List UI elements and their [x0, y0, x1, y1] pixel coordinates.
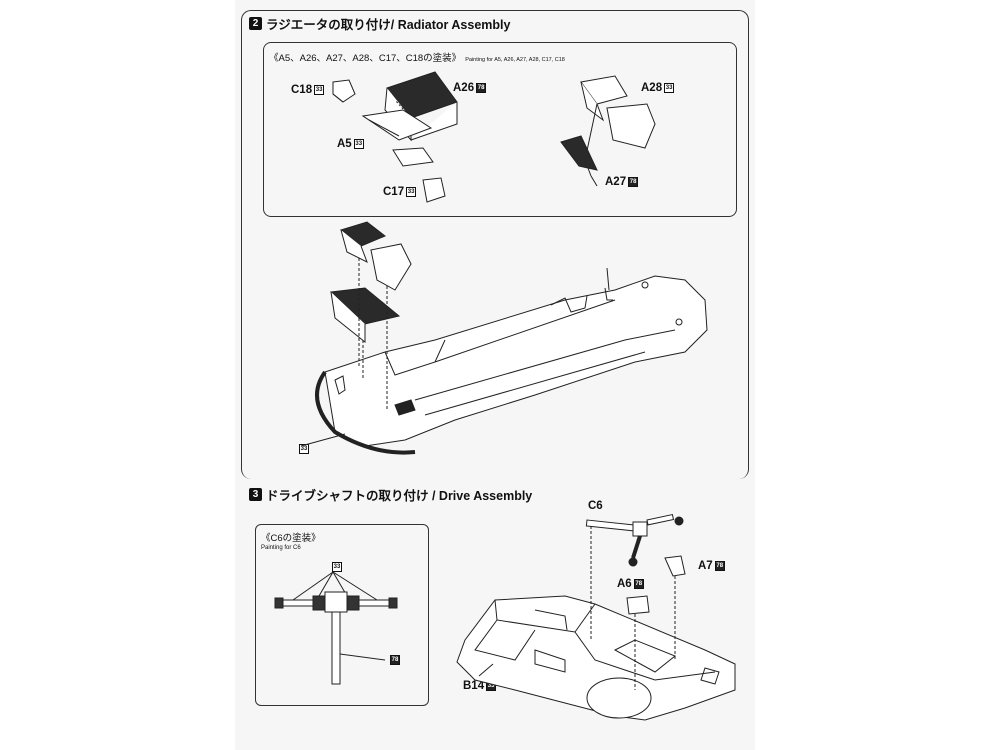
section-2-number: 2: [249, 17, 262, 30]
part-c18-drawing: [332, 79, 356, 103]
section-2-frame: [241, 10, 749, 479]
section-3-title: ドライブシャフトの取り付け / Drive Assembly: [266, 489, 533, 503]
section-3-heading: 3 ドライブシャフトの取り付け / Drive Assembly: [249, 485, 532, 504]
instruction-sheet: 2 ラジエータの取り付け/ Radiator Assembly 《A5、A26、…: [235, 0, 755, 750]
part-label-c6: C6: [588, 500, 603, 512]
section-2-painting-heading: 《A5、A26、A27、A28、C17、C18の塗装》Painting for …: [269, 53, 565, 64]
section-3-number: 3: [249, 488, 262, 501]
section-2-heading: 2 ラジエータの取り付け/ Radiator Assembly: [249, 14, 510, 33]
part-a27-drawing: [560, 135, 598, 187]
radiator-stack-drawing: [300, 221, 412, 447]
section-3-painting-heading: 《C6の塗装》: [261, 533, 321, 544]
section-2-callout-code: 33: [299, 444, 309, 454]
part-c17-drawing: [392, 147, 446, 203]
section-2-painting-box: [263, 42, 737, 217]
section-3-painting-box: [255, 524, 429, 706]
chassis-section-2-drawing: [315, 267, 708, 455]
part-a28-drawing: [580, 75, 656, 177]
assembly-illustrations: [274, 71, 736, 721]
inset-code-78: 78: [390, 655, 400, 665]
drive-assembly-drawing: [456, 514, 736, 721]
section-2-title: ラジエータの取り付け/ Radiator Assembly: [266, 18, 511, 32]
part-a5-drawing: [361, 109, 433, 141]
section-3-painting-note: Painting for C6: [261, 545, 301, 551]
section-2-painting-note: Painting for A5, A26, A27, A28, C17, C18: [465, 57, 565, 63]
drive-shaft-inset-drawing: [274, 571, 398, 685]
inset-code-33: 33: [332, 562, 342, 572]
